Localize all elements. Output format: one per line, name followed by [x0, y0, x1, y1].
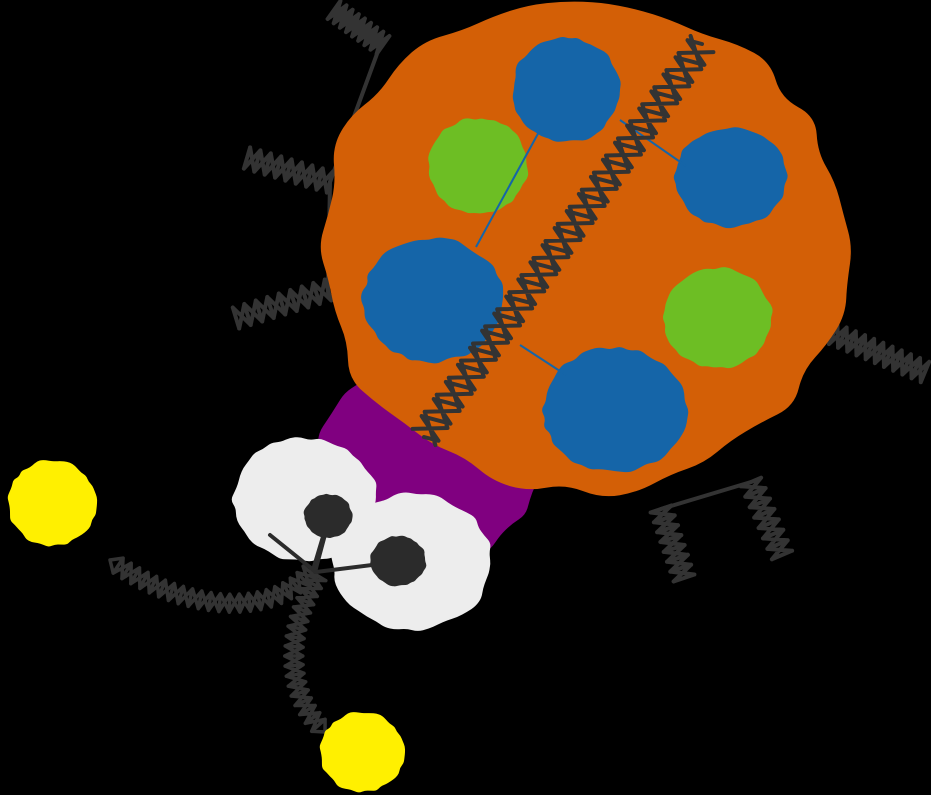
eye-right-pupil [370, 535, 427, 587]
antenna-upper-left-tip [7, 460, 98, 547]
connector-3 [519, 344, 567, 376]
leg-top-left [325, 0, 392, 56]
spot-6 [542, 347, 689, 473]
leg-bottom-right-b [648, 503, 697, 584]
antenna-upper-left-stem [108, 556, 319, 614]
eyes-layer [231, 437, 491, 631]
eye-left-pupil [303, 493, 353, 539]
joint-bottom-right [659, 480, 753, 511]
ladybug-shell [320, 1, 853, 497]
spot-5 [662, 267, 773, 369]
spot-4 [361, 237, 504, 364]
spots-layer [361, 36, 789, 473]
leg-mid-left [241, 145, 336, 195]
antenna-lower-left-tip [319, 712, 406, 793]
spot-1 [512, 36, 621, 142]
antenna-lower-left-stem [283, 569, 328, 734]
leg-lower-left [230, 277, 334, 331]
spot-3 [673, 127, 789, 229]
antennae-layer [7, 460, 406, 793]
connector-1 [475, 129, 541, 248]
leg-bottom-right-a [738, 475, 795, 562]
elytra-seam-layer [410, 33, 716, 448]
stalk-diagonal [268, 533, 318, 574]
elytra-seam-spring [410, 33, 716, 448]
body-layer [320, 1, 853, 497]
spot-2 [428, 118, 529, 214]
